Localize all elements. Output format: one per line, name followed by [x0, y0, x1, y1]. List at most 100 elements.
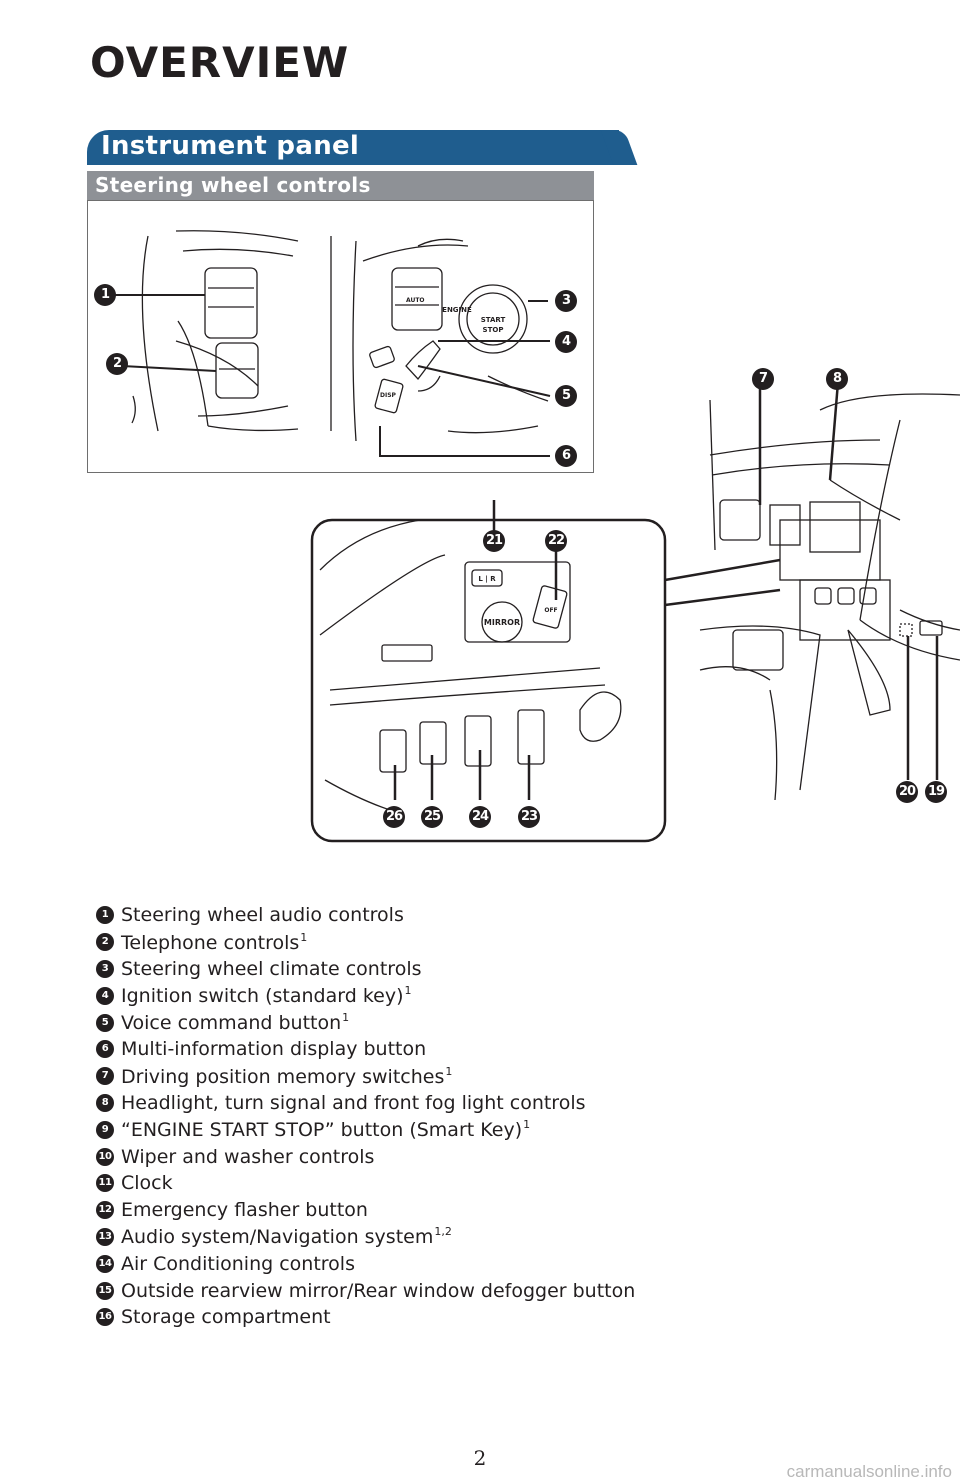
legend-number-badge: 6: [96, 1040, 114, 1059]
legend-item: 5 Voice command button1: [96, 1009, 635, 1036]
callout-20: 20: [896, 781, 918, 803]
callout-4: 4: [555, 331, 577, 353]
page-title: OVERVIEW: [90, 38, 350, 87]
legend-text: Steering wheel audio controls: [121, 904, 404, 926]
defogger-off-label: OFF: [544, 607, 557, 614]
legend-label: “ENGINE START STOP” button (Smart Key): [121, 1119, 523, 1142]
legend-label: Steering wheel audio controls: [121, 904, 404, 927]
callout-1: 1: [94, 284, 116, 306]
legend-text: Voice command button1: [121, 1011, 349, 1034]
auto-label: AUTO: [406, 297, 425, 304]
legend-text: Wiper and washer controls: [121, 1146, 374, 1168]
legend-label: Multi-information display button: [121, 1038, 427, 1061]
dashboard-illustration: MIRROR L | R OFF: [310, 381, 960, 843]
callout-22: 22: [545, 530, 567, 552]
engine-label-3: STOP: [483, 326, 504, 334]
engine-label-2: START: [481, 316, 506, 324]
legend-number-badge: 2: [96, 933, 114, 952]
legend-item: 9 “ENGINE START STOP” button (Smart Key)1: [96, 1116, 635, 1143]
legend-item: 11 Clock: [96, 1170, 635, 1197]
legend-label: Voice command button: [121, 1012, 342, 1035]
legend-label: Storage compartment: [121, 1306, 331, 1329]
legend-text: Audio system/Navigation system1,2: [121, 1225, 452, 1248]
legend-list: 1 Steering wheel audio controls 2 Telephone…: [96, 902, 635, 1331]
legend-label: Steering wheel climate controls: [121, 957, 422, 980]
legend-number-badge: 12: [96, 1201, 114, 1220]
legend-label: Driving position memory switches: [121, 1065, 445, 1088]
legend-number-badge: 10: [96, 1147, 114, 1166]
legend-label: Outside rearview mirror/Rear window defo…: [121, 1279, 636, 1302]
legend-item: 15 Outside rearview mirror/Rear window de…: [96, 1277, 635, 1304]
legend-label: Telephone controls: [121, 931, 300, 954]
legend-item: 1 Steering wheel audio controls: [96, 902, 635, 929]
legend-text: Air Conditioning controls: [121, 1253, 355, 1275]
legend-number-badge: 5: [96, 1013, 114, 1032]
watermark: carmanualsonline.info: [786, 1462, 952, 1481]
callout-25: 25: [421, 806, 443, 828]
callout-3: 3: [555, 290, 577, 312]
callout-6: 6: [555, 445, 577, 467]
legend-number-badge: 15: [96, 1281, 114, 1300]
legend-number-badge: 7: [96, 1067, 114, 1086]
legend-text: Driving position memory switches1: [121, 1065, 452, 1088]
callout-21: 21: [483, 530, 505, 552]
legend-label: Headlight, turn signal and front fog lig…: [121, 1091, 586, 1114]
legend-item: 10 Wiper and washer controls: [96, 1143, 635, 1170]
legend-text: Storage compartment: [121, 1306, 331, 1328]
legend-footnote: 1: [445, 1064, 453, 1078]
callout-7: 7: [752, 368, 774, 390]
legend-footnote: 1,2: [434, 1225, 452, 1239]
steering-wheel-figure: ENGINE START STOP AUTO DISP 1 2 3 4 5 6: [87, 200, 594, 473]
legend-item: 8 Headlight, turn signal and front fog li…: [96, 1090, 635, 1117]
engine-label-1: ENGINE: [442, 306, 472, 314]
legend-text: Multi-information display button: [121, 1038, 426, 1060]
legend-number-badge: 8: [96, 1093, 114, 1112]
legend-text: Emergency flasher button: [121, 1199, 368, 1221]
legend-number-badge: 3: [96, 959, 114, 978]
callout-26: 26: [383, 806, 405, 828]
callout-8: 8: [826, 368, 848, 390]
legend-item: 6 Multi-information display button: [96, 1036, 635, 1063]
legend-text: Clock: [121, 1172, 173, 1194]
callout-24: 24: [469, 806, 491, 828]
mirror-lr-label: L | R: [478, 575, 496, 584]
legend-label: Ignition switch (standard key): [121, 985, 404, 1008]
legend-item: 14 Air Conditioning controls: [96, 1250, 635, 1277]
callout-5: 5: [555, 385, 577, 407]
subsection-title: Steering wheel controls: [95, 173, 371, 197]
mirror-label: MIRROR: [484, 618, 520, 627]
legend-footnote: 1: [404, 984, 412, 998]
steering-wheel-illustration: ENGINE START STOP AUTO DISP: [110, 230, 551, 457]
disp-label: DISP: [380, 392, 397, 399]
legend-number-badge: 16: [96, 1308, 114, 1327]
legend-footnote: 1: [342, 1011, 350, 1025]
legend-text: Headlight, turn signal and front fog lig…: [121, 1092, 586, 1114]
legend-number-badge: 14: [96, 1254, 114, 1273]
legend-label: Air Conditioning controls: [121, 1252, 355, 1275]
legend-text: Steering wheel climate controls: [121, 958, 422, 980]
legend-footnote: 1: [300, 930, 308, 944]
legend-number-badge: 11: [96, 1174, 114, 1193]
section-header: Instrument panel: [87, 130, 619, 165]
legend-label: Wiper and washer controls: [121, 1145, 375, 1168]
legend-item: 12 Emergency flasher button: [96, 1197, 635, 1224]
callout-2: 2: [106, 353, 128, 375]
callout-19: 19: [925, 781, 947, 803]
section-title: Instrument panel: [101, 131, 360, 161]
legend-number-badge: 9: [96, 1120, 114, 1139]
legend-label: Clock: [121, 1172, 173, 1195]
legend-text: “ENGINE START STOP” button (Smart Key)1: [121, 1118, 530, 1141]
legend-label: Audio system/Navigation system: [121, 1226, 434, 1249]
legend-footnote: 1: [523, 1118, 531, 1132]
page-number: 2: [473, 1446, 487, 1470]
legend-item: 2 Telephone controls1: [96, 929, 635, 956]
legend-text: Telephone controls1: [121, 931, 307, 954]
legend-text: Ignition switch (standard key)1: [121, 984, 412, 1007]
legend-item: 3 Steering wheel climate controls: [96, 956, 635, 983]
legend-text: Outside rearview mirror/Rear window defo…: [121, 1280, 635, 1302]
legend-item: 7 Driving position memory switches1: [96, 1063, 635, 1090]
legend-number-badge: 1: [96, 906, 114, 925]
legend-item: 16 Storage compartment: [96, 1304, 635, 1331]
